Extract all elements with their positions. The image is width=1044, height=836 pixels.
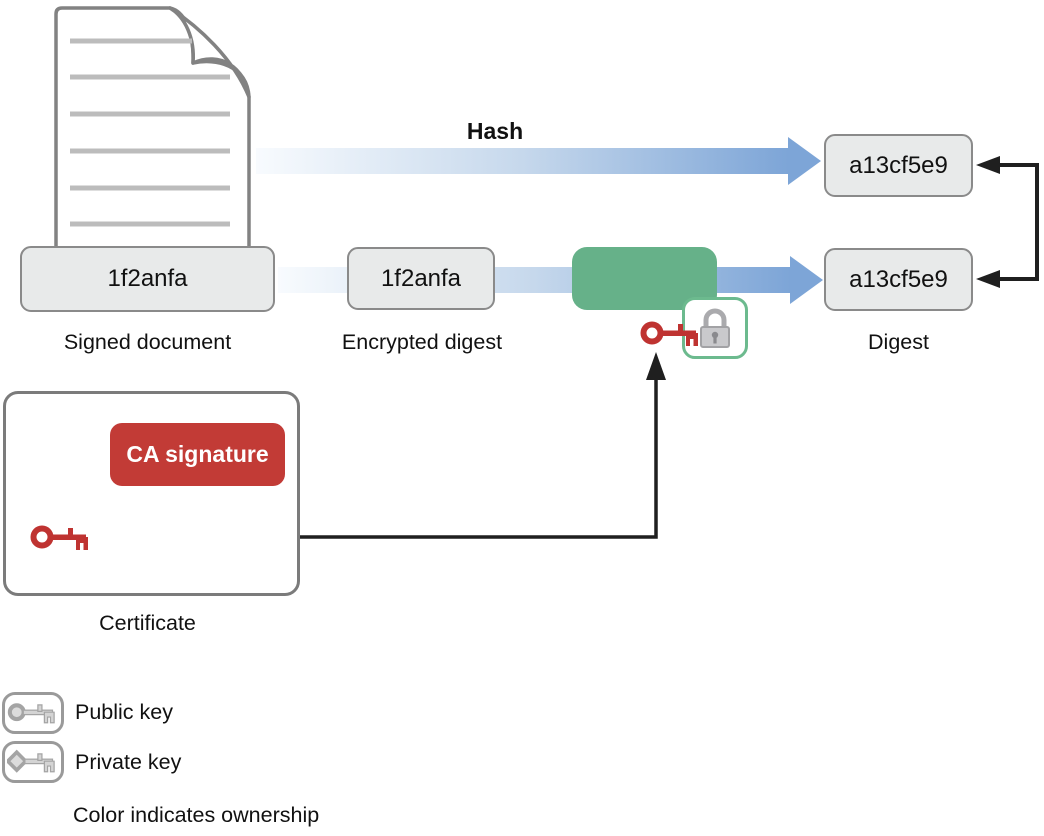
- digest-bottom-value: a13cf5e9: [849, 265, 948, 293]
- public-key-badge: [2, 692, 64, 734]
- digest-top-value: a13cf5e9: [849, 151, 948, 179]
- padlock-icon: [700, 308, 730, 348]
- encrypted-digest-label: Encrypted digest: [341, 330, 503, 354]
- signed-document-value-box: 1f2anfa: [20, 246, 275, 312]
- hash-arrow-label: Hash: [466, 118, 524, 144]
- digest-top-box: a13cf5e9: [824, 134, 973, 197]
- private-key-label: Private key: [75, 750, 182, 774]
- red-key-icon-decryptor: [640, 321, 698, 346]
- private-key-badge: [2, 741, 64, 783]
- signed-document-value: 1f2anfa: [107, 265, 188, 292]
- document-page-icon: [54, 6, 251, 250]
- certificate-label: Certificate: [99, 611, 196, 635]
- compare-bracket-arrows: [976, 156, 1039, 288]
- ca-signature-box: CA signature: [110, 423, 285, 486]
- signed-document-label: Signed document: [63, 330, 232, 354]
- red-key-icon-certificate: [30, 525, 88, 550]
- certificate-box: [3, 391, 300, 596]
- digest-bottom-box: a13cf5e9: [824, 248, 973, 311]
- lock-card: [682, 297, 748, 359]
- private-key-icon: [7, 749, 55, 773]
- ownership-note: Color indicates ownership: [73, 803, 320, 827]
- encrypted-digest-value: 1f2anfa: [380, 264, 462, 292]
- public-key-label: Public key: [75, 700, 173, 724]
- document-text-lines: [70, 38, 230, 227]
- digest-label: Digest: [868, 330, 929, 354]
- hash-arrow: [256, 137, 821, 185]
- encrypted-digest-box: 1f2anfa: [347, 247, 495, 310]
- public-key-icon: [7, 703, 55, 724]
- ca-signature-label: CA signature: [126, 441, 269, 467]
